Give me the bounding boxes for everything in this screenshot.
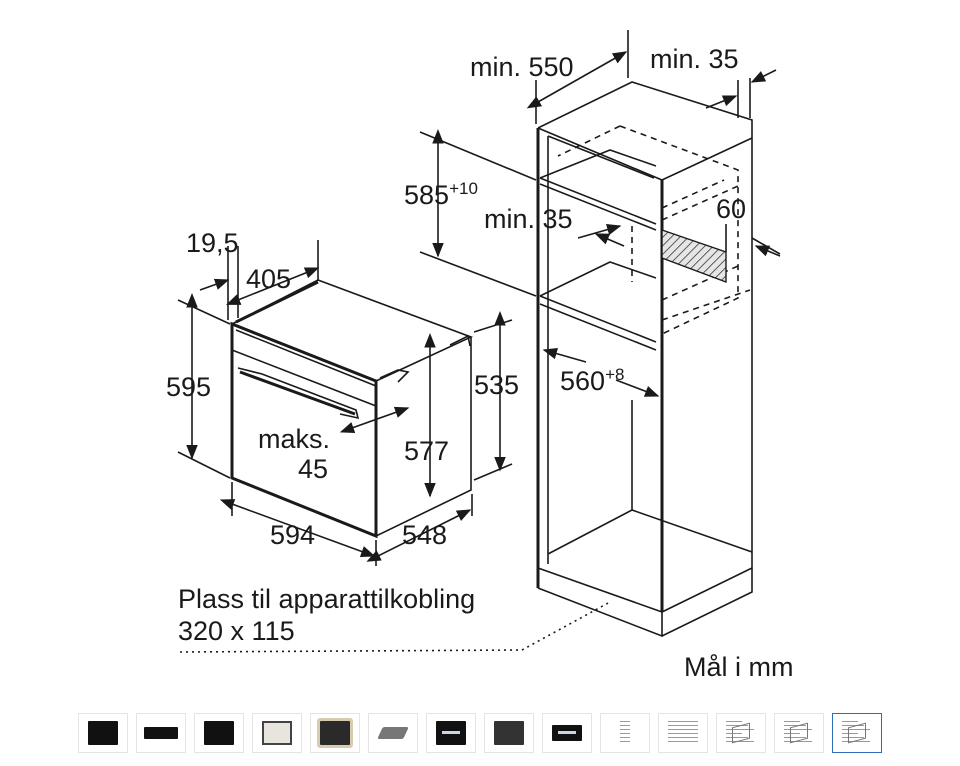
oven-dimensions: 19,5 405 595 maks. 45 577 535 594 548 [166, 228, 519, 566]
oven-cavity-icon [488, 717, 530, 749]
thumbnail-spec-sheet[interactable] [600, 713, 650, 753]
thumbnail-oven-open-door[interactable] [194, 713, 244, 753]
oven-depth-label: 19,5 [186, 228, 239, 258]
installation-drawing-icon [720, 717, 762, 749]
dimension-drawing: 19,5 405 595 maks. 45 577 535 594 548 [166, 30, 794, 682]
thumbnail-oven-installed[interactable] [310, 713, 360, 753]
oven-installed-icon [314, 717, 356, 749]
thumbnail-baking-tray[interactable] [368, 713, 418, 753]
spec-sheet-icon [604, 717, 646, 749]
inner-height-label: 577 [404, 436, 449, 466]
oven-interior-icon [256, 717, 298, 749]
cabinet-min-back-label: min. 35 [650, 44, 739, 74]
cabinet-vent-label: 60 [716, 194, 746, 224]
oven-panel-black-icon [140, 717, 182, 749]
thumbnail-spec-table[interactable] [658, 713, 708, 753]
thumbnail-oven-front-black[interactable] [78, 713, 128, 753]
cabinet-dimensions: min. 550 min. 35 585+10 min. 35 60 560+8 [179, 30, 781, 653]
connection-note-line1: Plass til apparattilkobling [178, 584, 475, 614]
spec-table-icon [662, 717, 704, 749]
cabinet-width-label: 560+8 [560, 365, 624, 396]
dimension-sketch-icon [778, 717, 820, 749]
baking-tray-icon [372, 717, 414, 749]
oven-drawing [230, 279, 474, 539]
oven-width-label: 594 [270, 520, 315, 550]
units-note: Mål i mm [684, 652, 794, 682]
connection-note-line2: 320 x 115 [178, 616, 295, 646]
thumbnail-dimension-diagram[interactable] [832, 713, 882, 753]
cabinet-min-depth-label: min. 550 [470, 52, 574, 82]
oven-open-door-icon [198, 717, 240, 749]
side-height-label: 535 [474, 370, 519, 400]
thumbnail-control-panel[interactable] [542, 713, 592, 753]
image-viewer: 19,5 405 595 maks. 45 577 535 594 548 [166, 30, 794, 682]
thumbnail-dimension-sketch[interactable] [774, 713, 824, 753]
cabinet-height-label: 585+10 [404, 179, 478, 210]
oven-depth-bottom-label: 548 [402, 520, 447, 550]
cabinet-min-gap-label: min. 35 [484, 204, 573, 234]
control-panel-icon [546, 717, 588, 749]
oven-display-icon [430, 717, 472, 749]
oven-height-label: 595 [166, 372, 211, 402]
oven-depth2-label: 405 [246, 264, 291, 294]
thumbnail-oven-cavity[interactable] [484, 713, 534, 753]
handle-depth-label-2: 45 [298, 454, 328, 484]
thumbnail-oven-panel-black[interactable] [136, 713, 186, 753]
thumbnail-oven-interior[interactable] [252, 713, 302, 753]
dimension-diagram-icon [836, 717, 878, 749]
oven-front-black-icon [82, 717, 124, 749]
thumbnail-strip [0, 700, 960, 766]
thumbnail-oven-display[interactable] [426, 713, 476, 753]
handle-depth-label-1: maks. [258, 424, 330, 454]
cabinet-drawing [536, 81, 753, 638]
thumbnail-installation-drawing[interactable] [716, 713, 766, 753]
